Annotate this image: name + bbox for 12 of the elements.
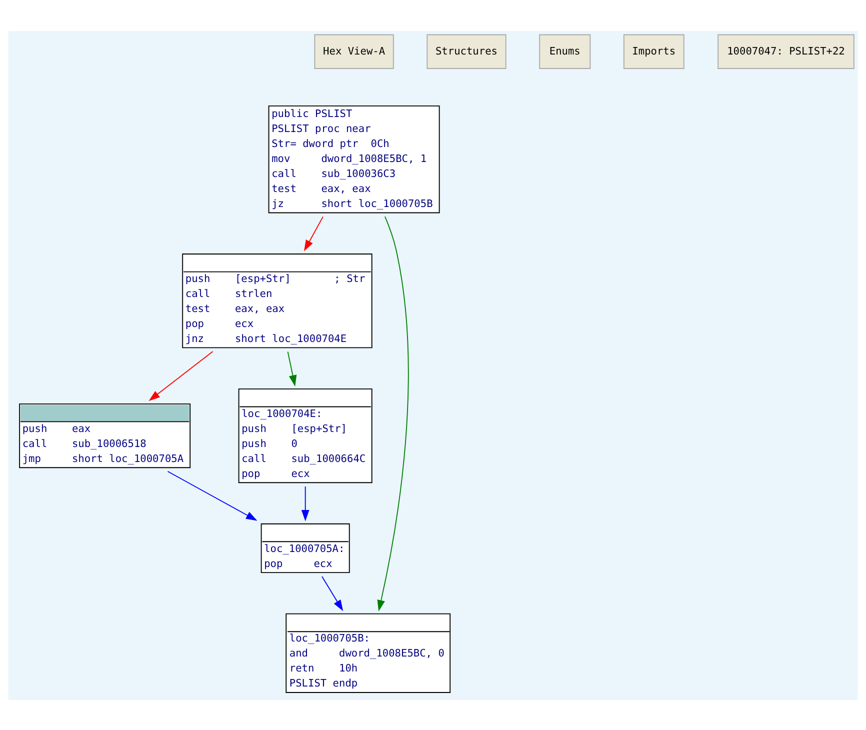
label: Enums	[549, 44, 580, 57]
arrow	[167, 470, 258, 520]
arrow	[304, 216, 324, 251]
label: 10007047: PSLIST+22	[727, 44, 845, 57]
arrow	[301, 486, 310, 521]
label: Imports	[632, 44, 676, 57]
label: Hex View-A	[323, 44, 386, 57]
arrow	[322, 576, 344, 611]
arrow	[377, 216, 409, 611]
arrow	[148, 350, 214, 400]
label: Structures	[435, 44, 498, 57]
arrow	[287, 350, 297, 386]
